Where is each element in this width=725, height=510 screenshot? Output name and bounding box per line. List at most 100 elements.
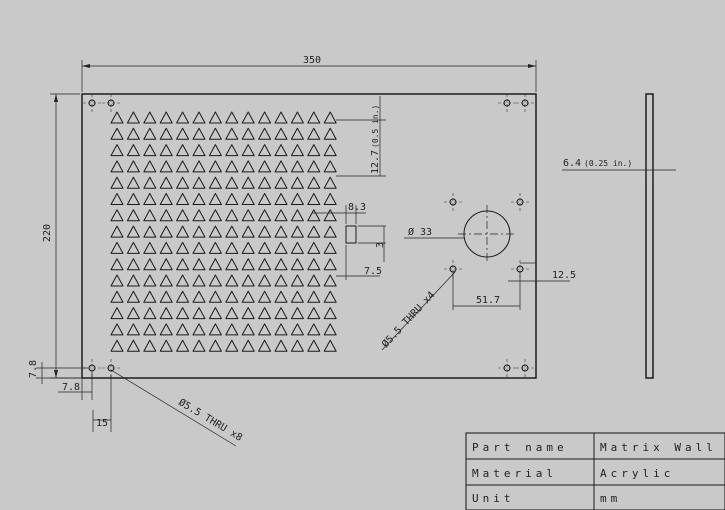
triangle-cutout — [208, 307, 222, 320]
triangle-cutout — [208, 258, 222, 271]
triangle-cutout — [258, 323, 272, 336]
dim-pitch-inch: (0.5 in.) — [371, 105, 380, 148]
triangle-cutout — [192, 111, 206, 124]
dim-slot-height: 3 — [375, 242, 386, 248]
triangle-cutout — [159, 193, 173, 205]
triangle-cutout — [290, 225, 304, 238]
triangle-cutout — [176, 111, 190, 124]
dim-thickness-inch: (0.25 in.) — [584, 159, 632, 168]
triangle-cutout — [126, 193, 140, 205]
triangle-cutout — [323, 258, 337, 271]
triangle-cutout — [307, 274, 321, 287]
mounting-holes — [83, 94, 534, 377]
triangle-cutout — [241, 193, 255, 205]
triangle-cutout — [143, 193, 157, 205]
triangle-cutout — [274, 160, 288, 173]
triangle-cutout — [192, 160, 206, 173]
title-block: Part name Matrix Wall Material Acrylic U… — [465, 432, 725, 510]
unit-label: Unit — [472, 492, 515, 505]
material-label: Material — [472, 467, 557, 480]
triangle-cutout — [159, 111, 173, 124]
triangle-cutout — [241, 176, 255, 189]
triangle-cutout — [258, 225, 272, 238]
triangle-cutout — [241, 339, 255, 352]
unit-value: mm — [600, 492, 621, 505]
triangle-cutout — [225, 307, 239, 320]
triangle-cutout — [307, 225, 321, 238]
triangle-cutout — [241, 225, 255, 238]
triangle-cutout — [159, 258, 173, 271]
triangle-cutout — [176, 241, 190, 254]
triangle-cutout — [241, 209, 255, 222]
triangle-cutout — [307, 209, 321, 222]
triangle-cutout — [241, 290, 255, 303]
triangle-cutout — [192, 209, 206, 222]
triangle-cutout — [290, 258, 304, 271]
triangle-cutout — [176, 274, 190, 287]
triangle-cutout — [274, 258, 288, 271]
triangle-cutout — [176, 176, 190, 189]
dim-corner-y: 7.8 — [28, 360, 39, 378]
plate-outline — [81, 93, 537, 379]
material-value: Acrylic — [600, 467, 674, 480]
triangle-cutout — [274, 127, 288, 140]
dim-corner-x: 7.8 — [62, 382, 80, 393]
triangle-cutout — [192, 274, 206, 287]
triangle-cutout — [159, 144, 173, 157]
triangle-cutout — [110, 290, 124, 303]
triangle-cutout — [307, 290, 321, 303]
triangle-cutout — [176, 307, 190, 320]
triangle-cutout — [290, 274, 304, 287]
triangle-cutout — [241, 241, 255, 254]
triangle-cutout — [143, 176, 157, 189]
triangle-cutout — [274, 193, 288, 205]
triangle-cutout — [307, 127, 321, 140]
triangle-cutout — [323, 323, 337, 336]
triangle-cutout — [323, 160, 337, 173]
triangle-cutout — [323, 225, 337, 238]
triangle-cutout — [143, 323, 157, 336]
triangle-cutout — [307, 323, 321, 336]
slot — [345, 225, 357, 244]
triangle-cutout — [323, 290, 337, 303]
triangle-cutout — [307, 160, 321, 173]
dim-pitch: 12.7 — [370, 150, 381, 174]
triangle-cutout — [241, 323, 255, 336]
triangle-cutout — [241, 144, 255, 157]
dim-width: 350 — [303, 55, 321, 66]
triangle-cutout — [126, 258, 140, 271]
triangle-cutout — [208, 225, 222, 238]
triangle-cutout — [126, 209, 140, 222]
triangle-cutout — [126, 290, 140, 303]
triangle-cutout — [290, 160, 304, 173]
triangle-cutout — [208, 160, 222, 173]
triangle-cutout — [192, 144, 206, 157]
triangle-cutout — [192, 193, 206, 205]
triangle-cutout — [307, 307, 321, 320]
triangle-cutout — [192, 339, 206, 352]
dim-hole-offset-x: 51.7 — [476, 295, 500, 306]
triangle-cutout — [159, 127, 173, 140]
triangle-cutout — [192, 323, 206, 336]
triangle-cutout — [143, 225, 157, 238]
triangle-cutout — [110, 193, 124, 205]
triangle-cutout — [241, 307, 255, 320]
triangle-matrix — [110, 111, 337, 352]
triangle-cutout — [208, 144, 222, 157]
triangle-cutout — [126, 225, 140, 238]
triangle-cutout — [110, 258, 124, 271]
triangle-cutout — [110, 127, 124, 140]
triangle-cutout — [225, 241, 239, 254]
triangle-cutout — [143, 290, 157, 303]
triangle-cutout — [290, 307, 304, 320]
triangle-cutout — [192, 127, 206, 140]
triangle-cutout — [176, 258, 190, 271]
triangle-cutout — [192, 176, 206, 189]
triangle-cutout — [258, 127, 272, 140]
triangle-cutout — [159, 241, 173, 254]
triangle-cutout — [110, 339, 124, 352]
triangle-cutout — [274, 290, 288, 303]
triangle-cutout — [208, 127, 222, 140]
triangle-cutout — [323, 307, 337, 320]
